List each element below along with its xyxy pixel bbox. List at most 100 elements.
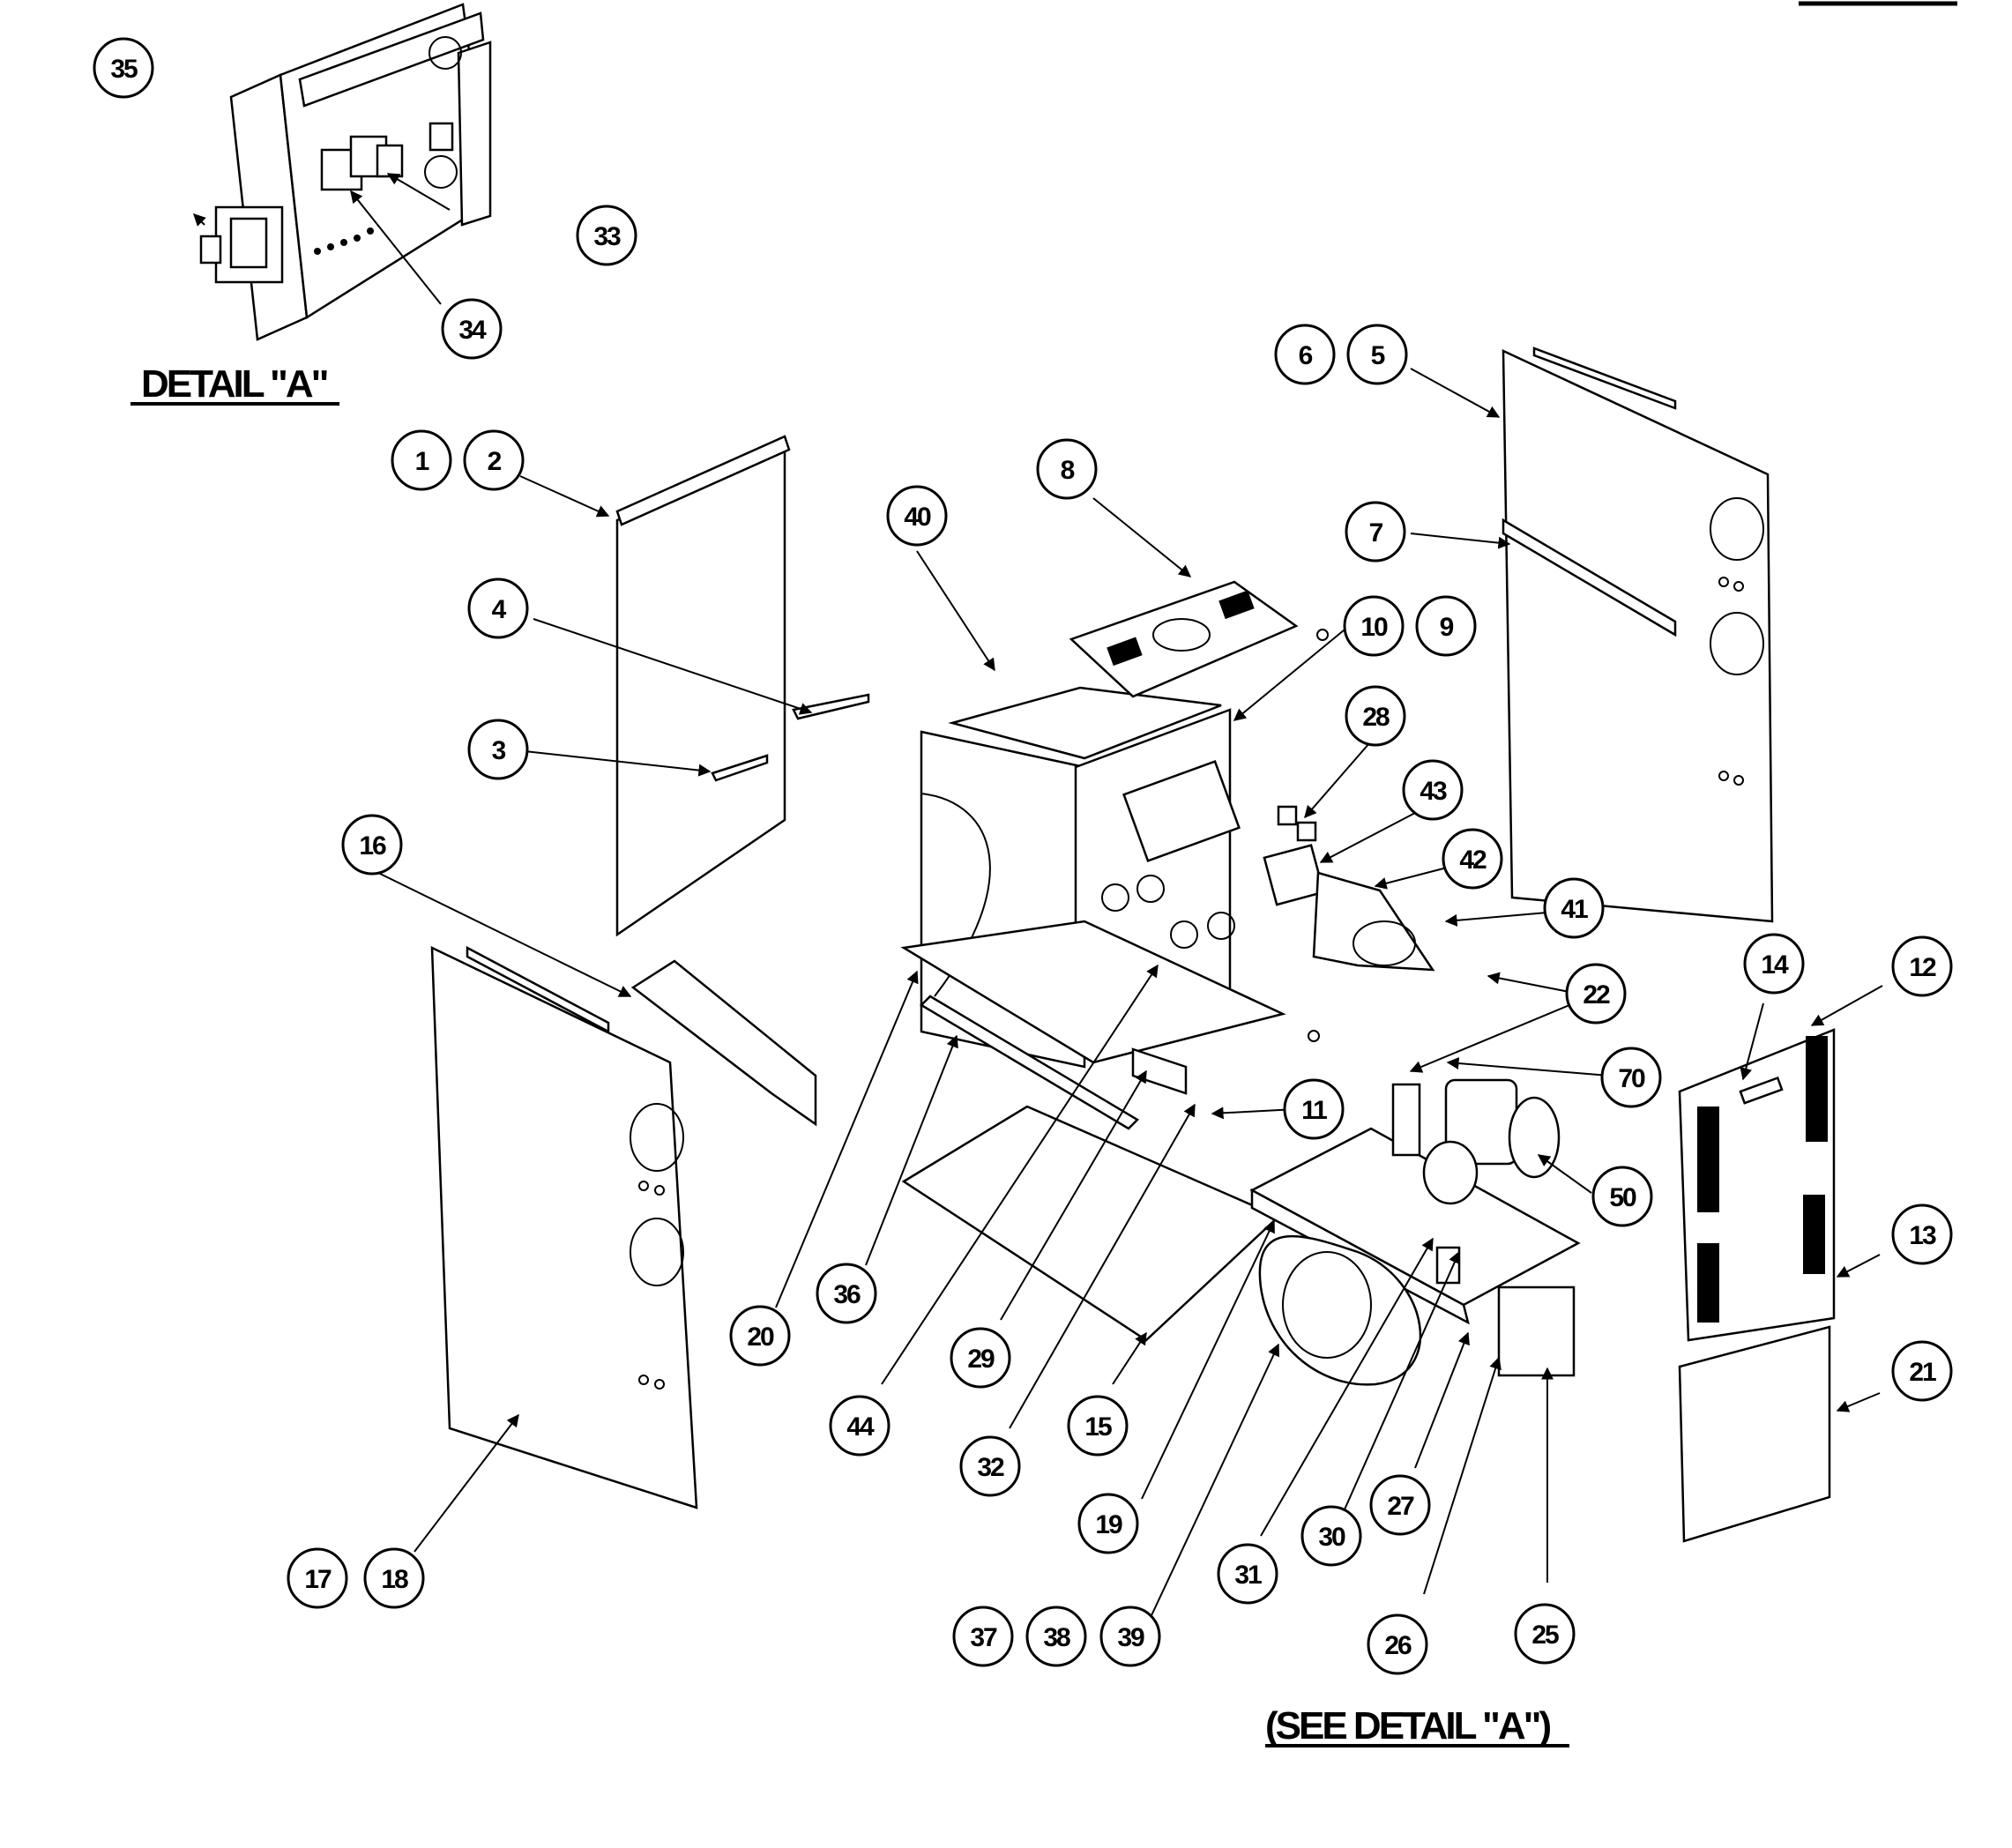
callout-circle [1600, 1047, 1662, 1108]
callout-circle [341, 814, 403, 876]
callout-circle [829, 1395, 890, 1457]
callout-circle [463, 429, 525, 491]
callout-32: 32 [959, 1435, 1021, 1497]
callout-label: 42 [1459, 846, 1487, 875]
callout-6: 6 [1274, 324, 1336, 385]
callout-label: 43 [1420, 777, 1447, 806]
callout-label: 12 [1909, 953, 1936, 982]
callout-14: 14 [1743, 933, 1805, 995]
control-box-top-flange [298, 11, 485, 108]
control-box-knockout [428, 36, 462, 70]
relay-block [320, 135, 404, 191]
callout-circle [1402, 759, 1464, 821]
screw-mid [1308, 1030, 1320, 1042]
callout-circle [1217, 1543, 1278, 1605]
callout-label: 11 [1301, 1096, 1327, 1125]
callout-circle [1300, 1505, 1362, 1567]
door-label-14 [1739, 1076, 1784, 1105]
callout-circle [391, 429, 452, 491]
callout-10: 10 [1343, 595, 1405, 657]
cover-8-vent-left [1107, 637, 1143, 667]
screw-top [1316, 629, 1329, 641]
right-panel-body [1502, 349, 1774, 923]
panel-knockout-2 [1136, 875, 1165, 903]
transformer-core [229, 217, 268, 269]
side-panel-body [430, 945, 698, 1509]
callout-50: 50 [1591, 1166, 1653, 1227]
door-switch [428, 122, 454, 152]
callout-circle [1343, 595, 1405, 657]
callout-30: 30 [1300, 1505, 1362, 1567]
callout-label: 18 [381, 1565, 408, 1594]
callout-circle [1415, 595, 1477, 657]
right-panel-top-flange [1532, 346, 1677, 410]
callout-circle [1891, 1340, 1953, 1402]
callout-9: 9 [1415, 595, 1477, 657]
callout-circle [1369, 1474, 1431, 1536]
callout-circle [1345, 501, 1406, 563]
callout-43: 43 [1402, 759, 1464, 821]
top-cover-8 [1069, 580, 1299, 698]
bracket-4 [792, 693, 870, 720]
callout-label: 41 [1561, 895, 1588, 924]
callout-label: 32 [977, 1453, 1004, 1482]
callout-label: 9 [1440, 613, 1454, 642]
callout-label: 37 [970, 1623, 997, 1652]
wire-terminals [314, 227, 374, 255]
callout-circle [576, 205, 637, 266]
callout-34: 34 [441, 298, 503, 360]
callout-3: 3 [467, 719, 529, 780]
callout-20: 20 [729, 1305, 791, 1367]
door-louver-right-bottom [1803, 1195, 1825, 1274]
callout-12: 12 [1891, 935, 1953, 997]
door-louver-left-bottom [1697, 1243, 1719, 1323]
callout-circle [1025, 1606, 1087, 1667]
callout-7: 7 [1345, 501, 1406, 563]
callout-circle [1543, 877, 1605, 939]
callout-label: 4 [492, 595, 507, 624]
callout-label: 15 [1084, 1412, 1112, 1442]
side-panel-17-18 [430, 945, 698, 1509]
right-panel-6-5-7 [1502, 346, 1774, 923]
callout-label: 50 [1609, 1183, 1636, 1212]
callout-circle [1591, 1166, 1653, 1227]
callout-label: 13 [1909, 1221, 1936, 1250]
callout-label: 29 [967, 1345, 995, 1374]
callout-circle [363, 1547, 425, 1609]
callout-38: 38 [1025, 1606, 1087, 1667]
part-42-plate [1312, 871, 1435, 972]
callout-16: 16 [341, 814, 403, 876]
callout-circle [950, 1327, 1011, 1389]
bracket-3 [711, 754, 769, 782]
callout-circle [1367, 1613, 1428, 1675]
motor-box-25 [1497, 1285, 1576, 1377]
front-panel-upper [615, 443, 786, 937]
captions: DETAIL "A" (SEE DETAIL "A") [130, 362, 1569, 1747]
cover-8-opening [1152, 618, 1211, 652]
callout-circle [952, 1606, 1014, 1667]
callout-circle [1077, 1493, 1139, 1554]
callout-label: 3 [492, 736, 506, 765]
callout-circle [1067, 1395, 1129, 1457]
deck-plate-20 [900, 920, 1286, 1064]
callout-label: 10 [1360, 613, 1388, 642]
callout-circle [1346, 324, 1408, 385]
callout-2: 2 [463, 429, 525, 491]
callout-70: 70 [1600, 1047, 1662, 1108]
transformer-terminals [199, 235, 222, 265]
part-43-block [1263, 844, 1325, 906]
caption-see-detail-a: (SEE DETAIL "A") [1265, 1704, 1550, 1747]
detail-a-control-box [193, 3, 492, 341]
callout-21: 21 [1891, 1340, 1953, 1402]
inducer-mount-plate [1391, 1083, 1421, 1157]
callout-circle [1442, 828, 1503, 890]
callout-label: 38 [1043, 1623, 1070, 1652]
callout-circle [959, 1435, 1021, 1497]
callout-label: 5 [1371, 341, 1385, 370]
callout-circle [886, 485, 948, 547]
callout-circle [93, 37, 154, 99]
callout-label: 34 [458, 316, 487, 345]
